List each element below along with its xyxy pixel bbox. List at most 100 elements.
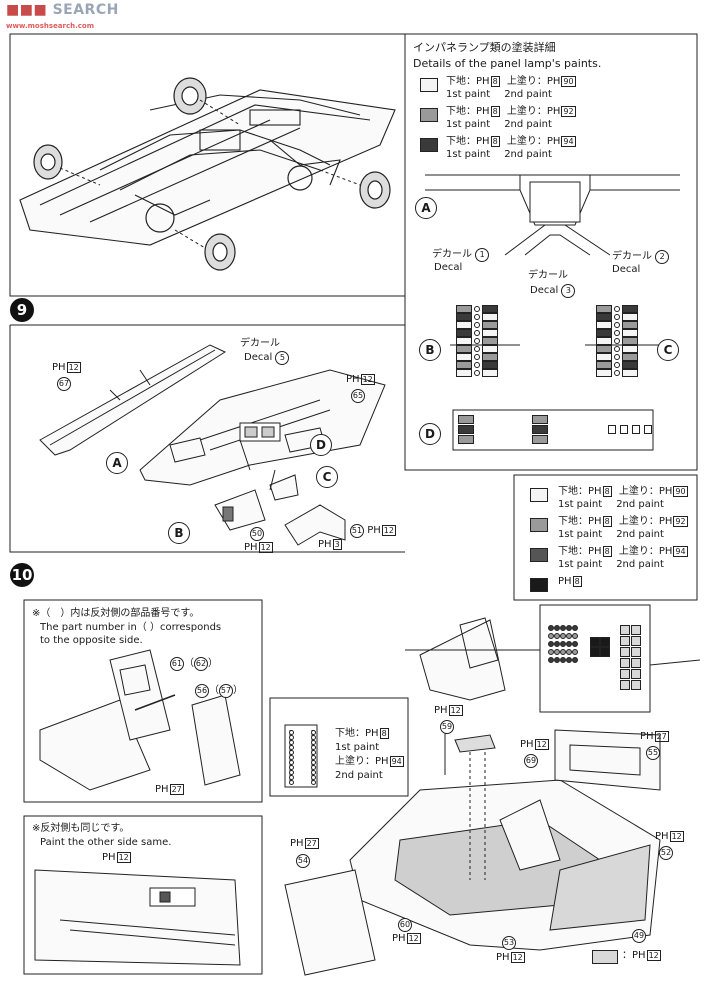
lamp-strip-cell xyxy=(532,425,548,434)
lamp-label-d: D xyxy=(419,423,441,445)
lamp-cell xyxy=(456,353,472,361)
lamp-detail-block xyxy=(590,647,600,657)
stripe-dot xyxy=(289,780,294,785)
stripe-dot xyxy=(311,765,316,770)
step-10-marker: 10 xyxy=(10,563,34,587)
lamp-cell xyxy=(596,329,612,337)
opposite-note-jp: ※（ ）内は反対側の部品番号です。 xyxy=(32,608,200,619)
lamp-cell xyxy=(482,321,498,329)
lamp-cell xyxy=(482,329,498,337)
lamp-detail-block xyxy=(600,647,610,657)
lamp-detail-square xyxy=(620,625,630,635)
opposite-note-en-1: The part number in（ ）corresponds xyxy=(40,622,222,633)
lamp-strip-box xyxy=(644,425,652,434)
lamp-cell xyxy=(622,369,638,377)
paint-legend-frame xyxy=(513,474,698,601)
lamp-cell xyxy=(596,305,612,313)
lamp-detail-dot xyxy=(548,657,554,663)
lamp-detail-square xyxy=(631,680,641,690)
lamp-detail-frame xyxy=(539,604,651,713)
lamp-dot xyxy=(614,338,620,344)
lamp-cell xyxy=(482,305,498,313)
legend-swatch-black xyxy=(530,578,548,592)
lamp-cell xyxy=(482,369,498,377)
lamp-detail-dot xyxy=(566,657,572,663)
lamp-cell xyxy=(482,313,498,321)
lamp-cell xyxy=(622,329,638,337)
lamp-detail-square xyxy=(631,658,641,668)
floor-swatch xyxy=(592,950,618,964)
lamp-cell xyxy=(596,321,612,329)
lamp-detail-dot xyxy=(554,641,560,647)
lamp-detail-block xyxy=(600,637,610,647)
lamp-detail-square xyxy=(620,658,630,668)
part-56-57: 56（57） xyxy=(195,684,243,698)
lamp-cell xyxy=(456,321,472,329)
lamp-strip-box xyxy=(608,425,616,434)
stripe-detail-frame xyxy=(269,697,409,797)
lamp-detail-dot xyxy=(566,625,572,631)
decal-2-label: デカール 2 xyxy=(612,250,670,264)
lamp-detail-dot xyxy=(560,625,566,631)
legend-swatch-mid xyxy=(530,518,548,532)
lamp-detail-dot xyxy=(566,633,572,639)
lamp-detail-square xyxy=(631,647,641,657)
lamp-dot xyxy=(474,362,480,368)
part-69-number: 69 xyxy=(524,754,538,768)
lamp-cell xyxy=(482,337,498,345)
lamp-dot xyxy=(474,322,480,328)
lamp-cell xyxy=(456,369,472,377)
lamp-cell xyxy=(622,313,638,321)
decal-3-en: Decal 3 xyxy=(530,284,576,298)
lamp-dot xyxy=(474,354,480,360)
watermark-brand: ■■■ SEARCH xyxy=(6,2,119,18)
lamp-dot xyxy=(474,306,480,312)
lamp-cell xyxy=(596,313,612,321)
part-65-number: 65 xyxy=(351,389,365,403)
lamp-detail-dot xyxy=(560,633,566,639)
stripe-dot xyxy=(289,770,294,775)
lamp-dot xyxy=(614,314,620,320)
lamp-dot xyxy=(614,354,620,360)
lamp-detail-dot xyxy=(572,641,578,647)
lamp-detail-dot xyxy=(566,641,572,647)
stripe-dot xyxy=(311,745,316,750)
lamp-detail-square xyxy=(620,636,630,646)
opposite-note-en-2: to the opposite side. xyxy=(40,635,143,646)
part-67-number: 67 xyxy=(57,377,71,391)
lamp-cell xyxy=(622,305,638,313)
lamp-detail-block xyxy=(590,637,600,647)
stripe-dot xyxy=(289,745,294,750)
lamp-strip-cell xyxy=(458,425,474,434)
same-note-jp: ※反対側も同じです。 xyxy=(32,823,130,834)
lamp-detail-dot xyxy=(554,649,560,655)
decal-5-en: Decal 5 xyxy=(244,351,290,365)
lamp-strip-cell xyxy=(458,435,474,444)
lamp-detail-dot xyxy=(572,633,578,639)
lamp-detail-dot xyxy=(560,641,566,647)
lamp-detail-dot xyxy=(548,633,554,639)
part-59-number: 59 xyxy=(440,720,454,734)
lamp-cell xyxy=(622,353,638,361)
stripe-dot xyxy=(311,750,316,755)
legend-swatch-dark xyxy=(530,548,548,562)
part-52-number: 52 xyxy=(659,846,673,860)
lamp-detail-dot xyxy=(560,657,566,663)
lamp-cell xyxy=(596,369,612,377)
dash-label-c: C xyxy=(316,466,338,488)
stripe-dot xyxy=(311,780,316,785)
part-50-number: 50 xyxy=(250,527,264,541)
lamp-detail-dot xyxy=(572,657,578,663)
